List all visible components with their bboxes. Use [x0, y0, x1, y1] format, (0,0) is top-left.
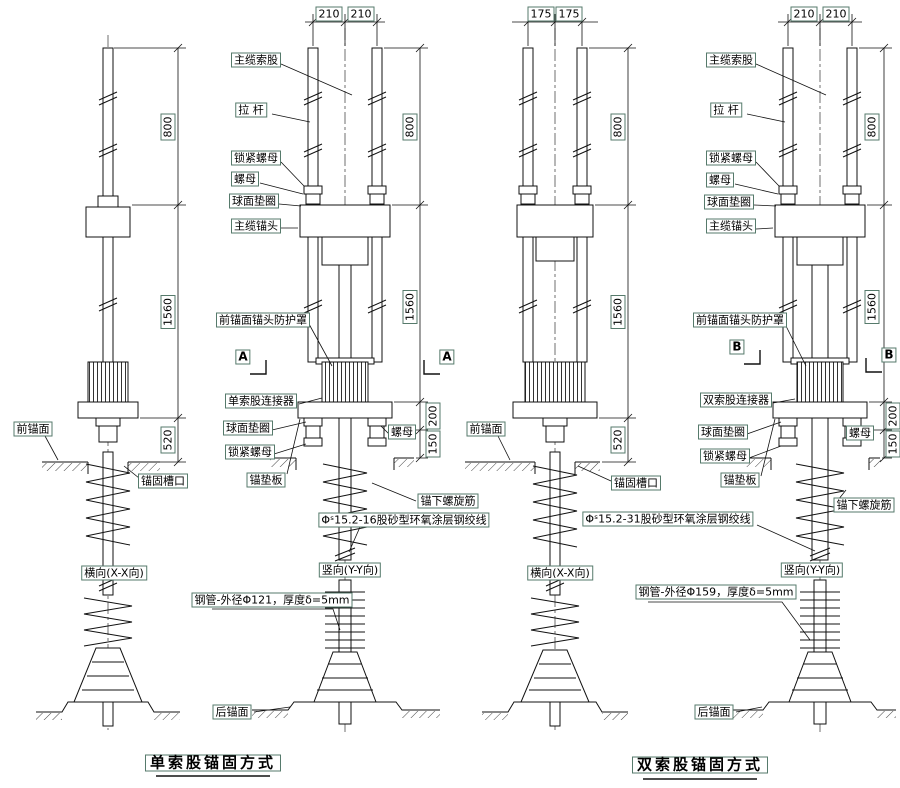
section-marks	[250, 350, 882, 375]
nut-label: 螺母	[231, 171, 259, 187]
anchor-head-cover-label: 前锚面锚头防护罩	[693, 312, 787, 328]
pipe-note-single: 钢管-外径Φ121，厚度δ=5mm	[191, 592, 353, 608]
dimension-lines	[114, 14, 892, 467]
rear-anchor-face-label: 后锚面	[694, 704, 734, 720]
title-underlines	[156, 775, 757, 780]
dim-150: 150	[885, 430, 900, 458]
anchor-bearing-plate-label: 锚垫板	[246, 472, 286, 488]
lock-nut-label: 锁紧螺母	[231, 150, 281, 166]
tie-rod-label: 拉 杆	[235, 102, 267, 118]
view-caption-xx: 横向(X-X向)	[527, 565, 593, 581]
assembly-2-yy-single	[252, 47, 440, 725]
dim-520: 520	[160, 426, 176, 454]
main-cable-anchor-head-label: 主缆锚头	[706, 218, 756, 234]
tie-rod-label: 拉 杆	[710, 102, 742, 118]
dim-175: 175	[555, 6, 583, 22]
anchor-head-cover-label: 前锚面锚头防护罩	[216, 312, 310, 328]
spherical-washer-label: 球面垫圈	[223, 420, 273, 436]
main-cable-strand-label: 主缆索股	[231, 52, 281, 68]
assembly-4-yy-double	[720, 47, 896, 725]
double-strand-connector-label: 双索股连接器	[700, 392, 772, 408]
under-anchor-spiral-label: 锚下螺旋筋	[833, 497, 895, 513]
dim-175: 175	[527, 6, 555, 22]
centerlines	[107, 28, 821, 732]
spherical-washer-label: 球面垫圈	[698, 424, 748, 440]
dim-800: 800	[610, 113, 626, 141]
view-caption-yy: 竖向(Y-Y向)	[318, 562, 382, 578]
section-mark-a: A	[439, 349, 455, 365]
lock-nut-label: 锁紧螺母	[225, 444, 275, 460]
dim-150: 150	[425, 430, 441, 458]
assembly-3-xx-double	[465, 47, 628, 727]
view-caption-yy: 竖向(Y-Y向)	[780, 562, 844, 578]
anchor-slot-label: 锚固槽口	[138, 473, 188, 489]
under-anchor-spiral-label: 锚下螺旋筋	[417, 493, 479, 509]
main-cable-strand-label: 主缆索股	[706, 52, 756, 68]
dim-1560: 1560	[610, 295, 626, 329]
section-mark-b: B	[881, 347, 897, 363]
pipe-note-double: 钢管-外径Φ159，厚度δ=5mm	[635, 584, 797, 600]
dim-800: 800	[864, 113, 880, 141]
assembly-1-xx-single	[36, 47, 180, 727]
spherical-washer-label: 球面垫圈	[704, 194, 754, 210]
dim-200: 200	[425, 402, 441, 430]
lock-nut-label: 锁紧螺母	[706, 150, 756, 166]
main-cable-anchor-head-label: 主缆锚头	[231, 218, 281, 234]
lock-nut-label: 锁紧螺母	[700, 448, 750, 464]
front-anchor-face-label: 前锚面	[466, 421, 506, 437]
dim-210: 210	[315, 6, 343, 22]
dim-1560: 1560	[864, 290, 880, 324]
nut-label: 螺母	[846, 425, 874, 441]
rear-anchor-face-label: 后锚面	[212, 704, 252, 720]
title-double-strand: 双索股锚固方式	[631, 756, 769, 774]
section-mark-b: B	[729, 339, 745, 355]
nut-label: 螺母	[706, 172, 734, 188]
dim-800: 800	[160, 113, 176, 141]
dim-1560: 1560	[402, 290, 418, 324]
section-mark-a: A	[235, 349, 251, 365]
front-anchor-face-label: 前锚面	[13, 421, 53, 437]
dim-210: 210	[347, 6, 375, 22]
view-caption-xx: 横向(X-X向)	[81, 565, 147, 581]
single-strand-connector-label: 单索股连接器	[225, 393, 297, 409]
dim-210: 210	[822, 6, 850, 22]
nut-label: 螺母	[388, 424, 416, 440]
strand-note-single: Φˢ15.2-16股砂型环氧涂层钢绞线	[318, 512, 490, 528]
dim-520: 520	[610, 426, 626, 454]
anchor-slot-label: 锚固槽口	[611, 475, 661, 491]
dim-1560: 1560	[160, 295, 176, 329]
dim-800: 800	[402, 113, 418, 141]
dim-210: 210	[790, 6, 818, 22]
dim-200: 200	[885, 402, 900, 430]
strand-note-double: Φˢ15.2-31股砂型环氧涂层钢绞线	[582, 511, 754, 527]
spherical-washer-label: 球面垫圈	[229, 193, 279, 209]
title-single-strand: 单索股锚固方式	[144, 754, 282, 772]
anchor-bearing-plate-label: 锚垫板	[720, 472, 760, 488]
